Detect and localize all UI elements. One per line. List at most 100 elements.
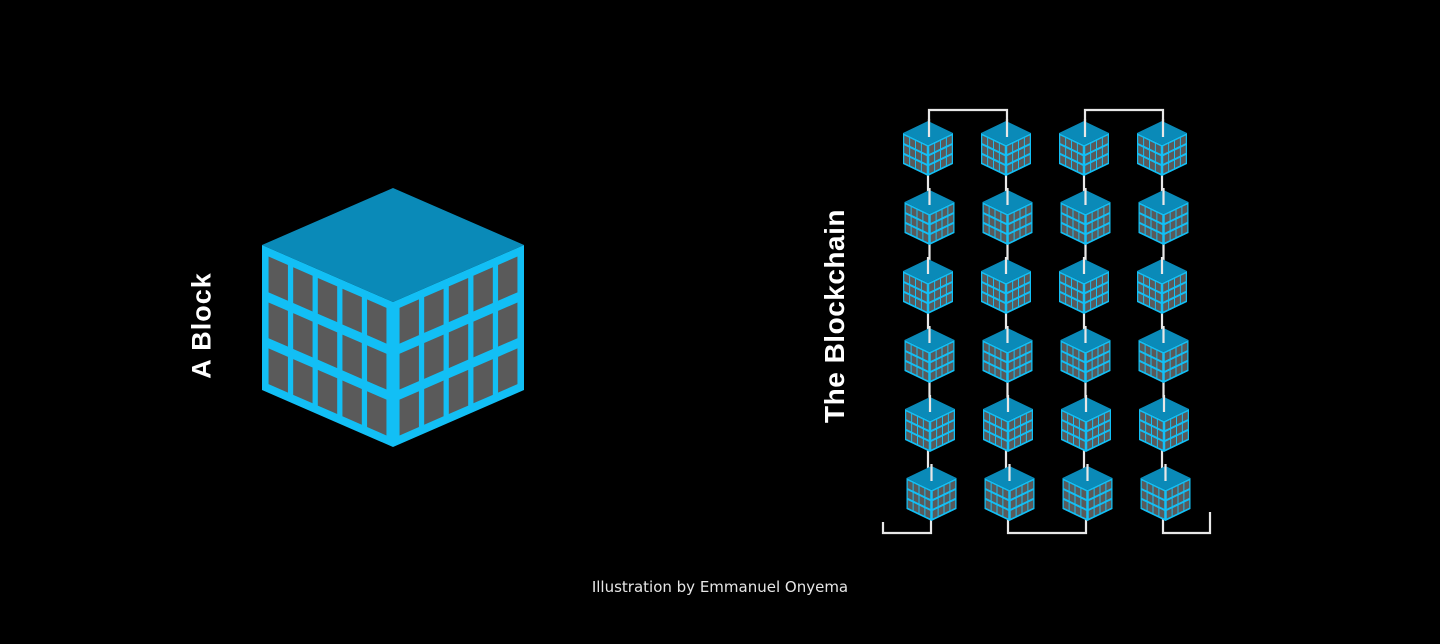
block-window bbox=[1016, 486, 1022, 497]
block-window bbox=[910, 286, 915, 297]
block-window bbox=[1157, 360, 1163, 371]
chain-block bbox=[904, 190, 955, 245]
block-window bbox=[1020, 217, 1026, 228]
block-window bbox=[1144, 138, 1149, 149]
block-window bbox=[1003, 488, 1009, 499]
block-window bbox=[1099, 433, 1104, 444]
block-window bbox=[1184, 500, 1190, 511]
block-right-face bbox=[929, 202, 955, 245]
block-window bbox=[911, 355, 917, 366]
block-window bbox=[913, 502, 919, 513]
block-window bbox=[268, 302, 288, 347]
block-window bbox=[342, 380, 362, 425]
block-window bbox=[989, 364, 995, 375]
block-left-face bbox=[1139, 409, 1164, 452]
block-window bbox=[916, 288, 921, 299]
block-window bbox=[1016, 505, 1022, 516]
block-window bbox=[1098, 217, 1104, 228]
block-window bbox=[1067, 207, 1073, 218]
block-window bbox=[932, 488, 938, 499]
block-window bbox=[948, 421, 954, 432]
block-window bbox=[1177, 424, 1182, 435]
block-window bbox=[1028, 490, 1034, 501]
block-window bbox=[1086, 350, 1092, 361]
block-window bbox=[1098, 226, 1104, 237]
block-window bbox=[1009, 419, 1015, 430]
block-window bbox=[931, 429, 937, 440]
block-window bbox=[1171, 426, 1176, 437]
block-window bbox=[1085, 301, 1091, 312]
block-window bbox=[948, 214, 954, 225]
block-window bbox=[1171, 436, 1176, 447]
block-window bbox=[1175, 157, 1180, 168]
block-window bbox=[941, 157, 946, 168]
block-window bbox=[1072, 279, 1077, 290]
block-window bbox=[1008, 222, 1014, 233]
block-window bbox=[1086, 232, 1092, 243]
block-window bbox=[1085, 153, 1091, 164]
block-window bbox=[1066, 286, 1071, 297]
block-window bbox=[931, 439, 937, 450]
block-window bbox=[911, 217, 917, 228]
block-window bbox=[1166, 498, 1172, 509]
block-window bbox=[919, 505, 925, 516]
block-window bbox=[905, 362, 911, 373]
block-window bbox=[1061, 214, 1067, 225]
block-window bbox=[907, 490, 913, 501]
block-window bbox=[948, 342, 954, 353]
block-window bbox=[948, 411, 954, 422]
blockchain-blocks bbox=[903, 119, 1191, 521]
block-left-face bbox=[903, 271, 928, 314]
block-window bbox=[930, 212, 936, 223]
block-window bbox=[1014, 357, 1020, 368]
block-window bbox=[1092, 210, 1098, 221]
block-window bbox=[995, 367, 1001, 378]
block-window bbox=[982, 155, 988, 166]
block-window bbox=[1001, 350, 1007, 361]
block-window bbox=[293, 359, 313, 404]
block-window bbox=[936, 219, 942, 230]
block-window bbox=[1139, 362, 1145, 373]
block-window bbox=[1094, 495, 1100, 506]
block-window bbox=[921, 143, 927, 154]
chain-block bbox=[1061, 397, 1111, 452]
block-window bbox=[921, 163, 927, 174]
block-window bbox=[935, 288, 940, 299]
block-window bbox=[1088, 498, 1094, 509]
block-left-face bbox=[904, 202, 930, 245]
block-window bbox=[923, 419, 929, 430]
block-window bbox=[1077, 291, 1083, 302]
block-window bbox=[1073, 229, 1079, 240]
block-window bbox=[1145, 355, 1151, 366]
block-window bbox=[936, 348, 942, 359]
block-window bbox=[1157, 232, 1163, 243]
block-window bbox=[904, 135, 910, 146]
block-window bbox=[342, 334, 362, 379]
block-window bbox=[907, 480, 913, 491]
block-window bbox=[1074, 417, 1079, 428]
block-right-face bbox=[1162, 133, 1187, 176]
block-window bbox=[919, 486, 925, 497]
block-window bbox=[342, 288, 362, 333]
block-window bbox=[1104, 362, 1110, 373]
block-window bbox=[1164, 222, 1170, 233]
block-window bbox=[943, 433, 948, 444]
block-window bbox=[1079, 212, 1085, 223]
block-window bbox=[1177, 433, 1182, 444]
block-window bbox=[1067, 345, 1073, 356]
block-window bbox=[1074, 436, 1079, 447]
block-window bbox=[916, 279, 921, 290]
block-window bbox=[1157, 439, 1163, 450]
block-window bbox=[1104, 431, 1110, 442]
block-window bbox=[1172, 505, 1178, 516]
block-window bbox=[1093, 436, 1098, 447]
block-window bbox=[1015, 426, 1020, 437]
block-window bbox=[1099, 414, 1104, 425]
block-window bbox=[1010, 508, 1016, 519]
block-window bbox=[1150, 141, 1155, 152]
block-window bbox=[994, 288, 999, 299]
block-window bbox=[904, 293, 910, 304]
block-window bbox=[1091, 298, 1096, 309]
block-window bbox=[1073, 367, 1079, 378]
block-window bbox=[1157, 350, 1163, 361]
